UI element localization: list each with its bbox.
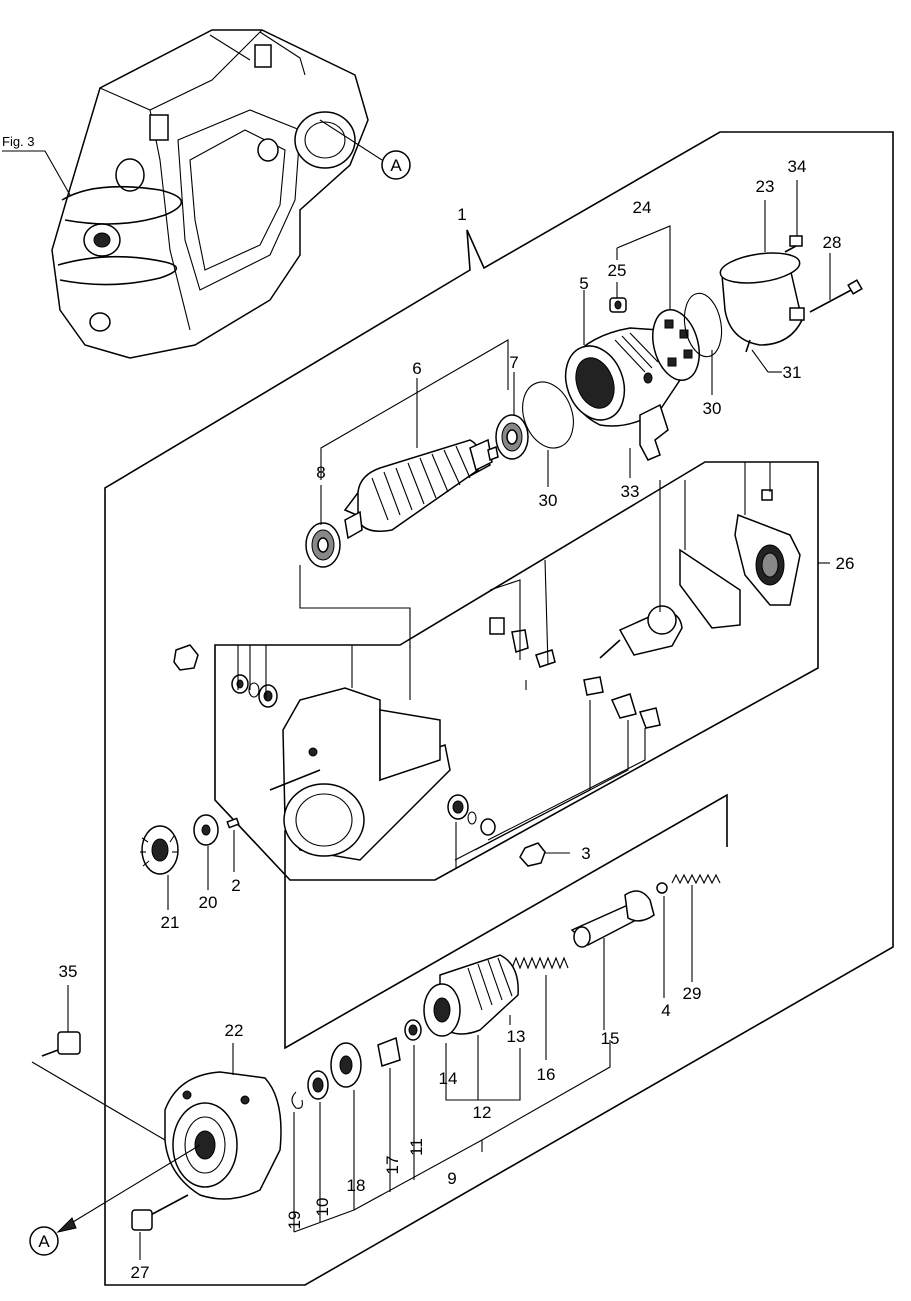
label-part-15: 15: [601, 1029, 620, 1048]
flywheel-housing: [51, 29, 369, 359]
brush-25: [609, 297, 627, 313]
label-part-1: 1: [457, 205, 466, 224]
label-part-12: 12: [473, 1103, 492, 1122]
label-part-22: 22: [225, 1021, 244, 1040]
clutch-assembly: [423, 954, 519, 1037]
gear-21: [140, 825, 179, 875]
label-part-5: 5: [579, 274, 588, 293]
nut-left-top: [173, 644, 278, 708]
bolt-35: [41, 1031, 81, 1057]
label-part-8: 8: [316, 463, 325, 482]
washer-set-right: [447, 794, 546, 867]
label-part-33: 33: [621, 482, 640, 501]
label-part-18: 18: [347, 1176, 366, 1195]
leader-lines: [67, 180, 831, 1260]
spring-16: [511, 956, 569, 970]
bearing-7: [495, 414, 529, 460]
spring-29: [671, 873, 721, 885]
label-part-25: 25: [608, 261, 627, 280]
label-part-21: 21: [161, 913, 180, 932]
pinion-18: [330, 1042, 362, 1088]
label-part-11: 11: [407, 1138, 426, 1156]
view-marker-a-label: A: [390, 156, 402, 175]
front-housing-22: [164, 1071, 282, 1200]
label-part-23: 23: [756, 177, 775, 196]
label-part-2: 2: [231, 876, 240, 895]
label-part-24: 24: [633, 198, 652, 217]
label-part-30-right: 30: [703, 399, 722, 418]
label-part-20: 20: [199, 893, 218, 912]
through-bolt-28: [809, 279, 863, 313]
view-marker-a-bottom: A: [29, 1144, 201, 1256]
label-part-26: 26: [836, 554, 855, 573]
gasket-26: [679, 548, 741, 629]
ring-11: [404, 1019, 422, 1041]
spring-17: [377, 1036, 401, 1067]
label-part-14: 14: [439, 1069, 458, 1088]
snap-ring-19: [291, 1091, 303, 1109]
contact-plate-a: [489, 617, 505, 635]
yoke-5: [564, 327, 684, 427]
brush-holder-24: [652, 309, 700, 381]
pin-2: [226, 817, 240, 829]
label-part-17: 17: [383, 1156, 402, 1175]
label-part-7: 7: [509, 353, 518, 372]
label-part-13: 13: [507, 1027, 526, 1046]
bearing-10: [307, 1070, 329, 1100]
ball-4: [656, 882, 668, 894]
washer-30-right: [683, 292, 723, 358]
label-part-3: 3: [581, 844, 590, 863]
washer-30-left: [522, 381, 574, 449]
terminal-bolt-b: [583, 676, 604, 696]
label-part-34: 34: [788, 157, 807, 176]
bolt-27: [131, 1194, 189, 1231]
label-part-10: 10: [313, 1198, 332, 1217]
view-marker-a-top: A: [319, 119, 411, 180]
figure-reference: Fig. 3: [2, 134, 71, 196]
label-part-6: 6: [412, 359, 421, 378]
label-part-27: 27: [131, 1263, 150, 1282]
screw-34: [784, 235, 803, 253]
solenoid-body: [269, 687, 451, 861]
label-part-35: 35: [59, 962, 78, 981]
terminal-bolt-a: [535, 649, 556, 668]
label-part-16: 16: [537, 1065, 556, 1084]
part-labels: 1 2 3 4 5 6 7 8 9 10 11 12 13 14 15 16 1…: [59, 157, 855, 1282]
switch-box-outline: [214, 461, 819, 881]
label-part-19: 19: [285, 1211, 304, 1230]
washer-20: [193, 814, 219, 846]
bracket-33: [639, 403, 669, 461]
figure-reference-label: Fig. 3: [2, 134, 35, 149]
contact-plate-c: [610, 693, 637, 719]
drive-assembly-outline: [284, 793, 728, 1050]
armature: [343, 438, 499, 540]
label-part-31: 31: [783, 363, 802, 382]
plunger: [599, 605, 683, 659]
label-part-4: 4: [661, 1001, 670, 1020]
assembly-outline-main: [104, 131, 894, 1286]
view-marker-a-bottom-label: A: [38, 1232, 50, 1251]
label-part-29: 29: [683, 984, 702, 1003]
label-part-9: 9: [447, 1169, 456, 1188]
label-part-30-left: 30: [539, 491, 558, 510]
label-part-28: 28: [823, 233, 842, 252]
bearing-8: [305, 522, 341, 568]
pinion-shaft-15: [570, 890, 655, 948]
switch-cover-26: [734, 489, 801, 606]
end-cover-23: [719, 252, 805, 353]
contact-plate-d: [639, 707, 661, 729]
